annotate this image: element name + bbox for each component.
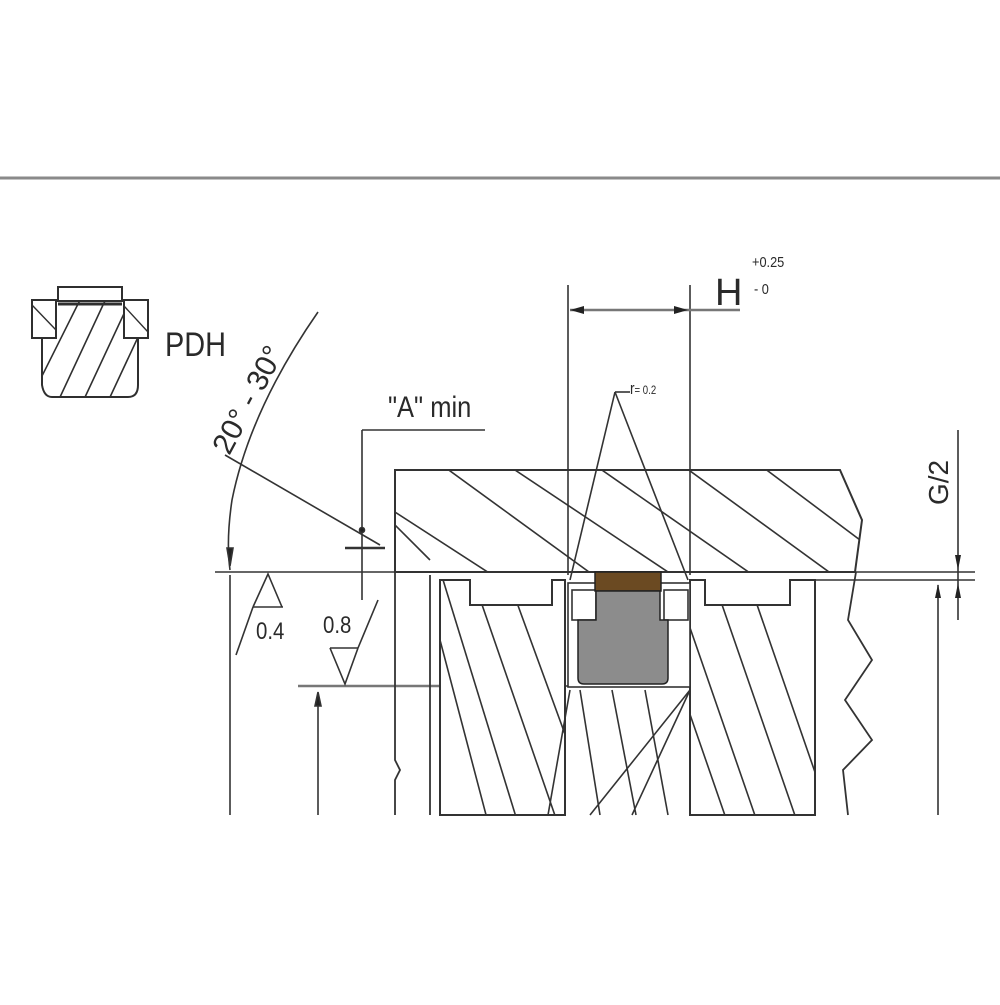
break-line <box>842 571 874 816</box>
clearance-label: "A" min <box>388 391 472 424</box>
radius-label: r= 0.2 <box>630 380 656 397</box>
surface-finish-0-4-label: 0.4 <box>256 618 285 645</box>
piston-section-center <box>565 685 691 816</box>
groove-width-symbol: H <box>715 272 743 314</box>
profile-label: PDH <box>165 326 227 364</box>
chamfer-angle-dimension <box>224 311 381 815</box>
pdh-profile-icon <box>31 286 149 398</box>
groove-width-tol-lower: - 0 <box>754 281 769 298</box>
radius-leader <box>547 391 691 816</box>
pdh-seal <box>577 571 669 685</box>
bore-wall-lines <box>394 470 431 815</box>
radius-symbol: r <box>630 379 635 398</box>
groove-width-dimension <box>567 285 740 575</box>
housing-section <box>394 469 864 573</box>
groove-width-tol-upper: +0.25 <box>752 254 785 271</box>
half-gap-label: G/2 <box>923 459 954 505</box>
surface-finish-0-8-label: 0.8 <box>323 612 352 639</box>
surface-finish-0-8-symbol <box>314 599 379 815</box>
piston-section-right <box>689 579 816 816</box>
half-gap-dimension <box>935 430 961 815</box>
radius-value: = 0.2 <box>634 383 657 397</box>
surface-finish-0-4-symbol <box>235 572 283 656</box>
